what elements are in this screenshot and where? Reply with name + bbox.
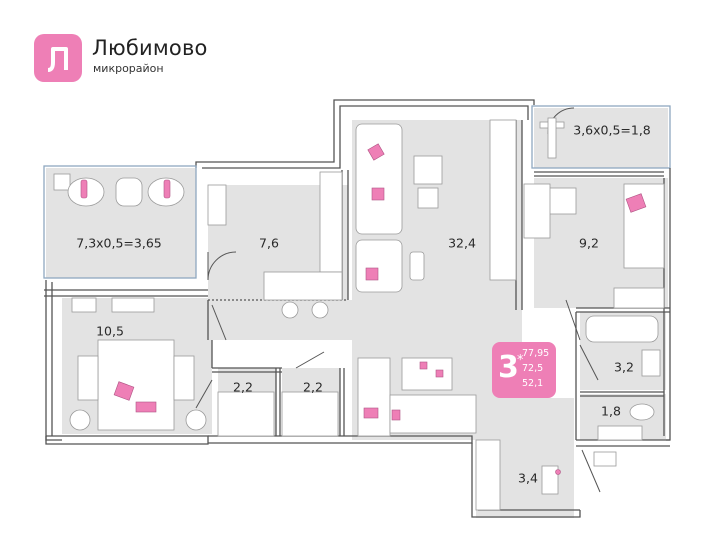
room-label-closet-1: 2,2	[233, 379, 253, 395]
total-area: 77,95	[522, 348, 550, 359]
room-label-balcony-right: 3,6x0,5=1,8	[573, 122, 651, 138]
brand-subtitle: микрорайон	[93, 62, 164, 75]
brand-logo	[34, 34, 82, 82]
area-without-balcony: 72,5	[522, 363, 544, 374]
living-area: 52,1	[522, 378, 544, 389]
room-label-balcony-left: 7,3x0,5=3,65	[76, 235, 162, 251]
rooms-count: 3	[498, 350, 519, 385]
brand-name: Любимово	[92, 36, 208, 60]
apartment-badge: 3 * 77,95 72,5 52,1	[492, 342, 556, 398]
room-label-bedroom-main: 10,5	[96, 323, 124, 339]
room-label-kitchen: 7,6	[259, 235, 279, 251]
room-label-living-room: 32,4	[448, 235, 476, 251]
rooms-marker: *	[517, 353, 524, 368]
room-label-hallway: 3,4	[518, 470, 538, 486]
room-label-toilet: 1,8	[601, 403, 621, 419]
logo-letter-icon	[47, 47, 68, 72]
room-label-closet-2: 2,2	[303, 379, 323, 395]
room-label-bathroom: 3,2	[614, 359, 634, 375]
room-label-bedroom-small: 9,2	[579, 235, 599, 251]
